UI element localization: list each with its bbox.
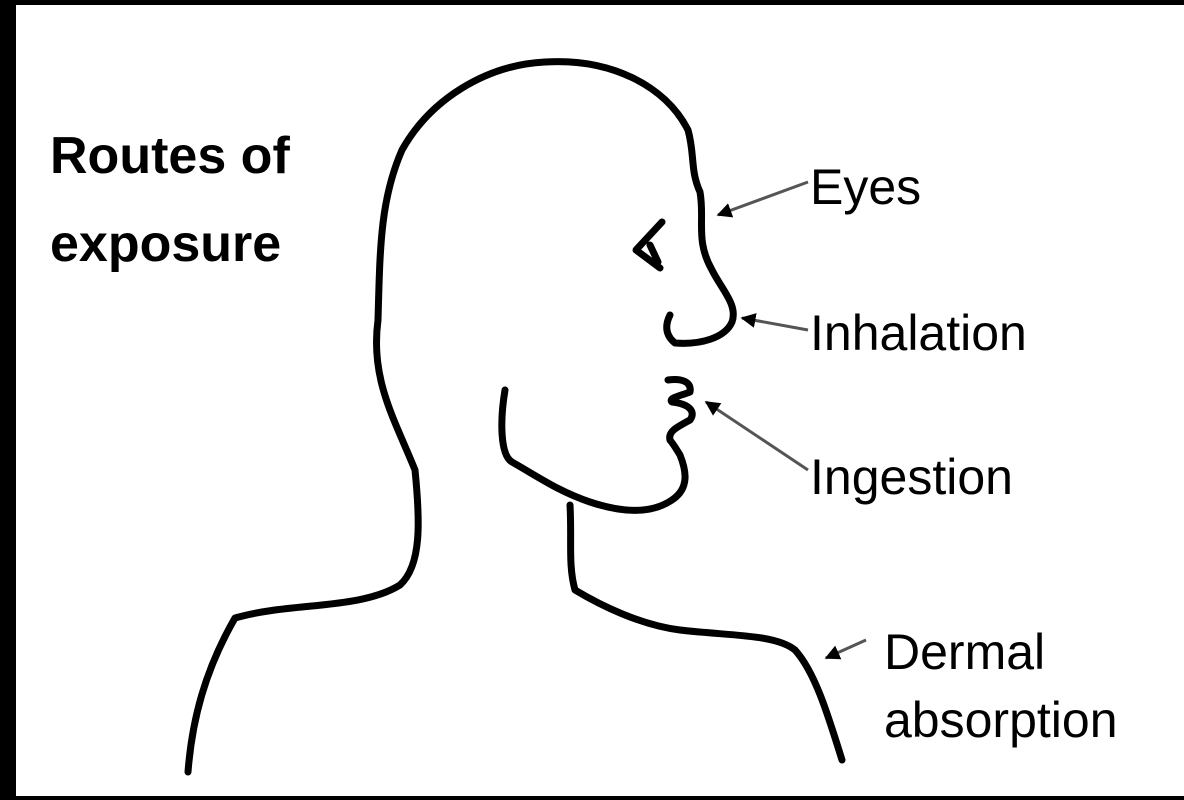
eye-shape bbox=[636, 222, 662, 268]
diagram-title: Routes of exposure bbox=[50, 112, 290, 288]
ingestion-label: Ingestion bbox=[810, 452, 1013, 502]
dermal-label-line-1: Dermal bbox=[884, 618, 1118, 686]
neck-shoulder-outline bbox=[570, 505, 842, 760]
title-line-2: exposure bbox=[50, 200, 290, 288]
lips bbox=[668, 380, 692, 441]
eyes-arrow bbox=[718, 182, 808, 215]
dermal-absorption-label: Dermal absorption bbox=[884, 618, 1118, 754]
title-line-1: Routes of bbox=[50, 112, 290, 200]
jaw-outline bbox=[502, 390, 685, 510]
dermal-label-line-2: absorption bbox=[884, 686, 1118, 754]
inhalation-label: Inhalation bbox=[810, 308, 1027, 358]
inhalation-arrow bbox=[742, 318, 808, 330]
ingestion-arrow bbox=[706, 402, 808, 470]
dermal-arrow bbox=[826, 640, 866, 658]
eyes-label: Eyes bbox=[810, 162, 921, 212]
